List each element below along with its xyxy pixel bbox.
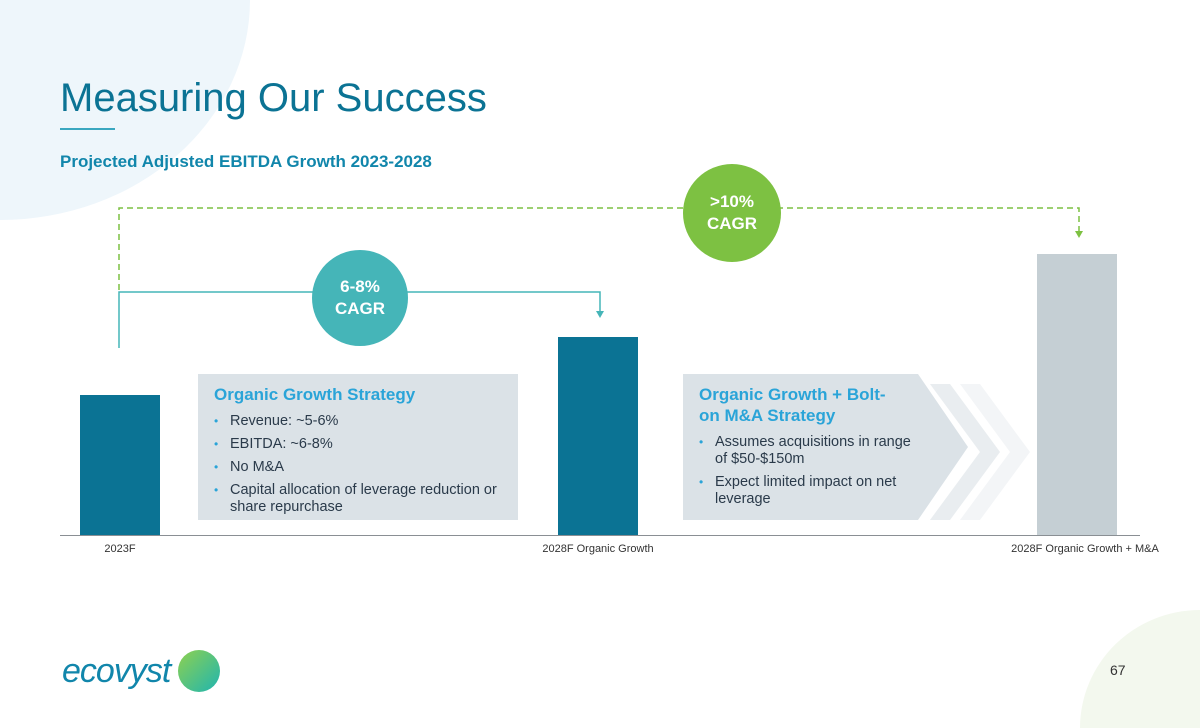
bar (558, 336, 638, 535)
chart-subtitle: Projected Adjusted EBITDA Growth 2023-20… (60, 152, 432, 171)
arrow-head (596, 311, 604, 318)
bullet: Capital allocation of leverage reduction… (214, 482, 502, 516)
bullet: No M&A (214, 459, 502, 476)
chevron-decoration (960, 384, 1030, 520)
cagr-label: CAGR (706, 214, 758, 233)
ecovyst-logo: ecovyst (62, 650, 221, 692)
x-tick-label: 2028F Organic Growth + M&A (1011, 543, 1159, 555)
cagr-label: CAGR (334, 299, 386, 318)
arrow-head (1075, 231, 1083, 238)
organic-strategy-box: Organic Growth Strategy Revenue: ~5-6% E… (198, 374, 518, 520)
x-tick-label: 2028F Organic Growth (542, 543, 654, 555)
bullet: Revenue: ~5-6% (214, 413, 502, 430)
logo-text: ecovyst (62, 651, 171, 690)
page-number: 67 (1110, 662, 1126, 678)
cagr-value: 6-8% (340, 277, 380, 296)
box-heading: Organic Growth + Bolt-on M&A Strategy (699, 385, 886, 425)
cagr-badge-organic: 6-8% CAGR (312, 250, 408, 346)
bullet: EBITDA: ~6-8% (214, 436, 502, 453)
ma-strategy-box: Organic Growth + Bolt-on M&A Strategy As… (683, 374, 968, 520)
x-tick-label: 2023F (104, 543, 136, 555)
box-heading: Organic Growth Strategy (214, 385, 416, 404)
page-title: Measuring Our Success (60, 76, 487, 120)
title-underline (60, 128, 115, 130)
bar (1037, 254, 1117, 535)
bullet: Assumes acquisitions in range of $50-$15… (699, 434, 921, 468)
bullet: Expect limited impact on net leverage (699, 474, 921, 508)
cagr-value: >10% (710, 192, 754, 211)
logo-globe-icon (178, 650, 221, 692)
cagr-line-ma (118, 207, 1080, 290)
x-axis (60, 535, 1140, 536)
chevron-decoration (930, 384, 1000, 520)
cagr-badge-ma: >10% CAGR (683, 164, 781, 262)
bar (80, 394, 160, 535)
